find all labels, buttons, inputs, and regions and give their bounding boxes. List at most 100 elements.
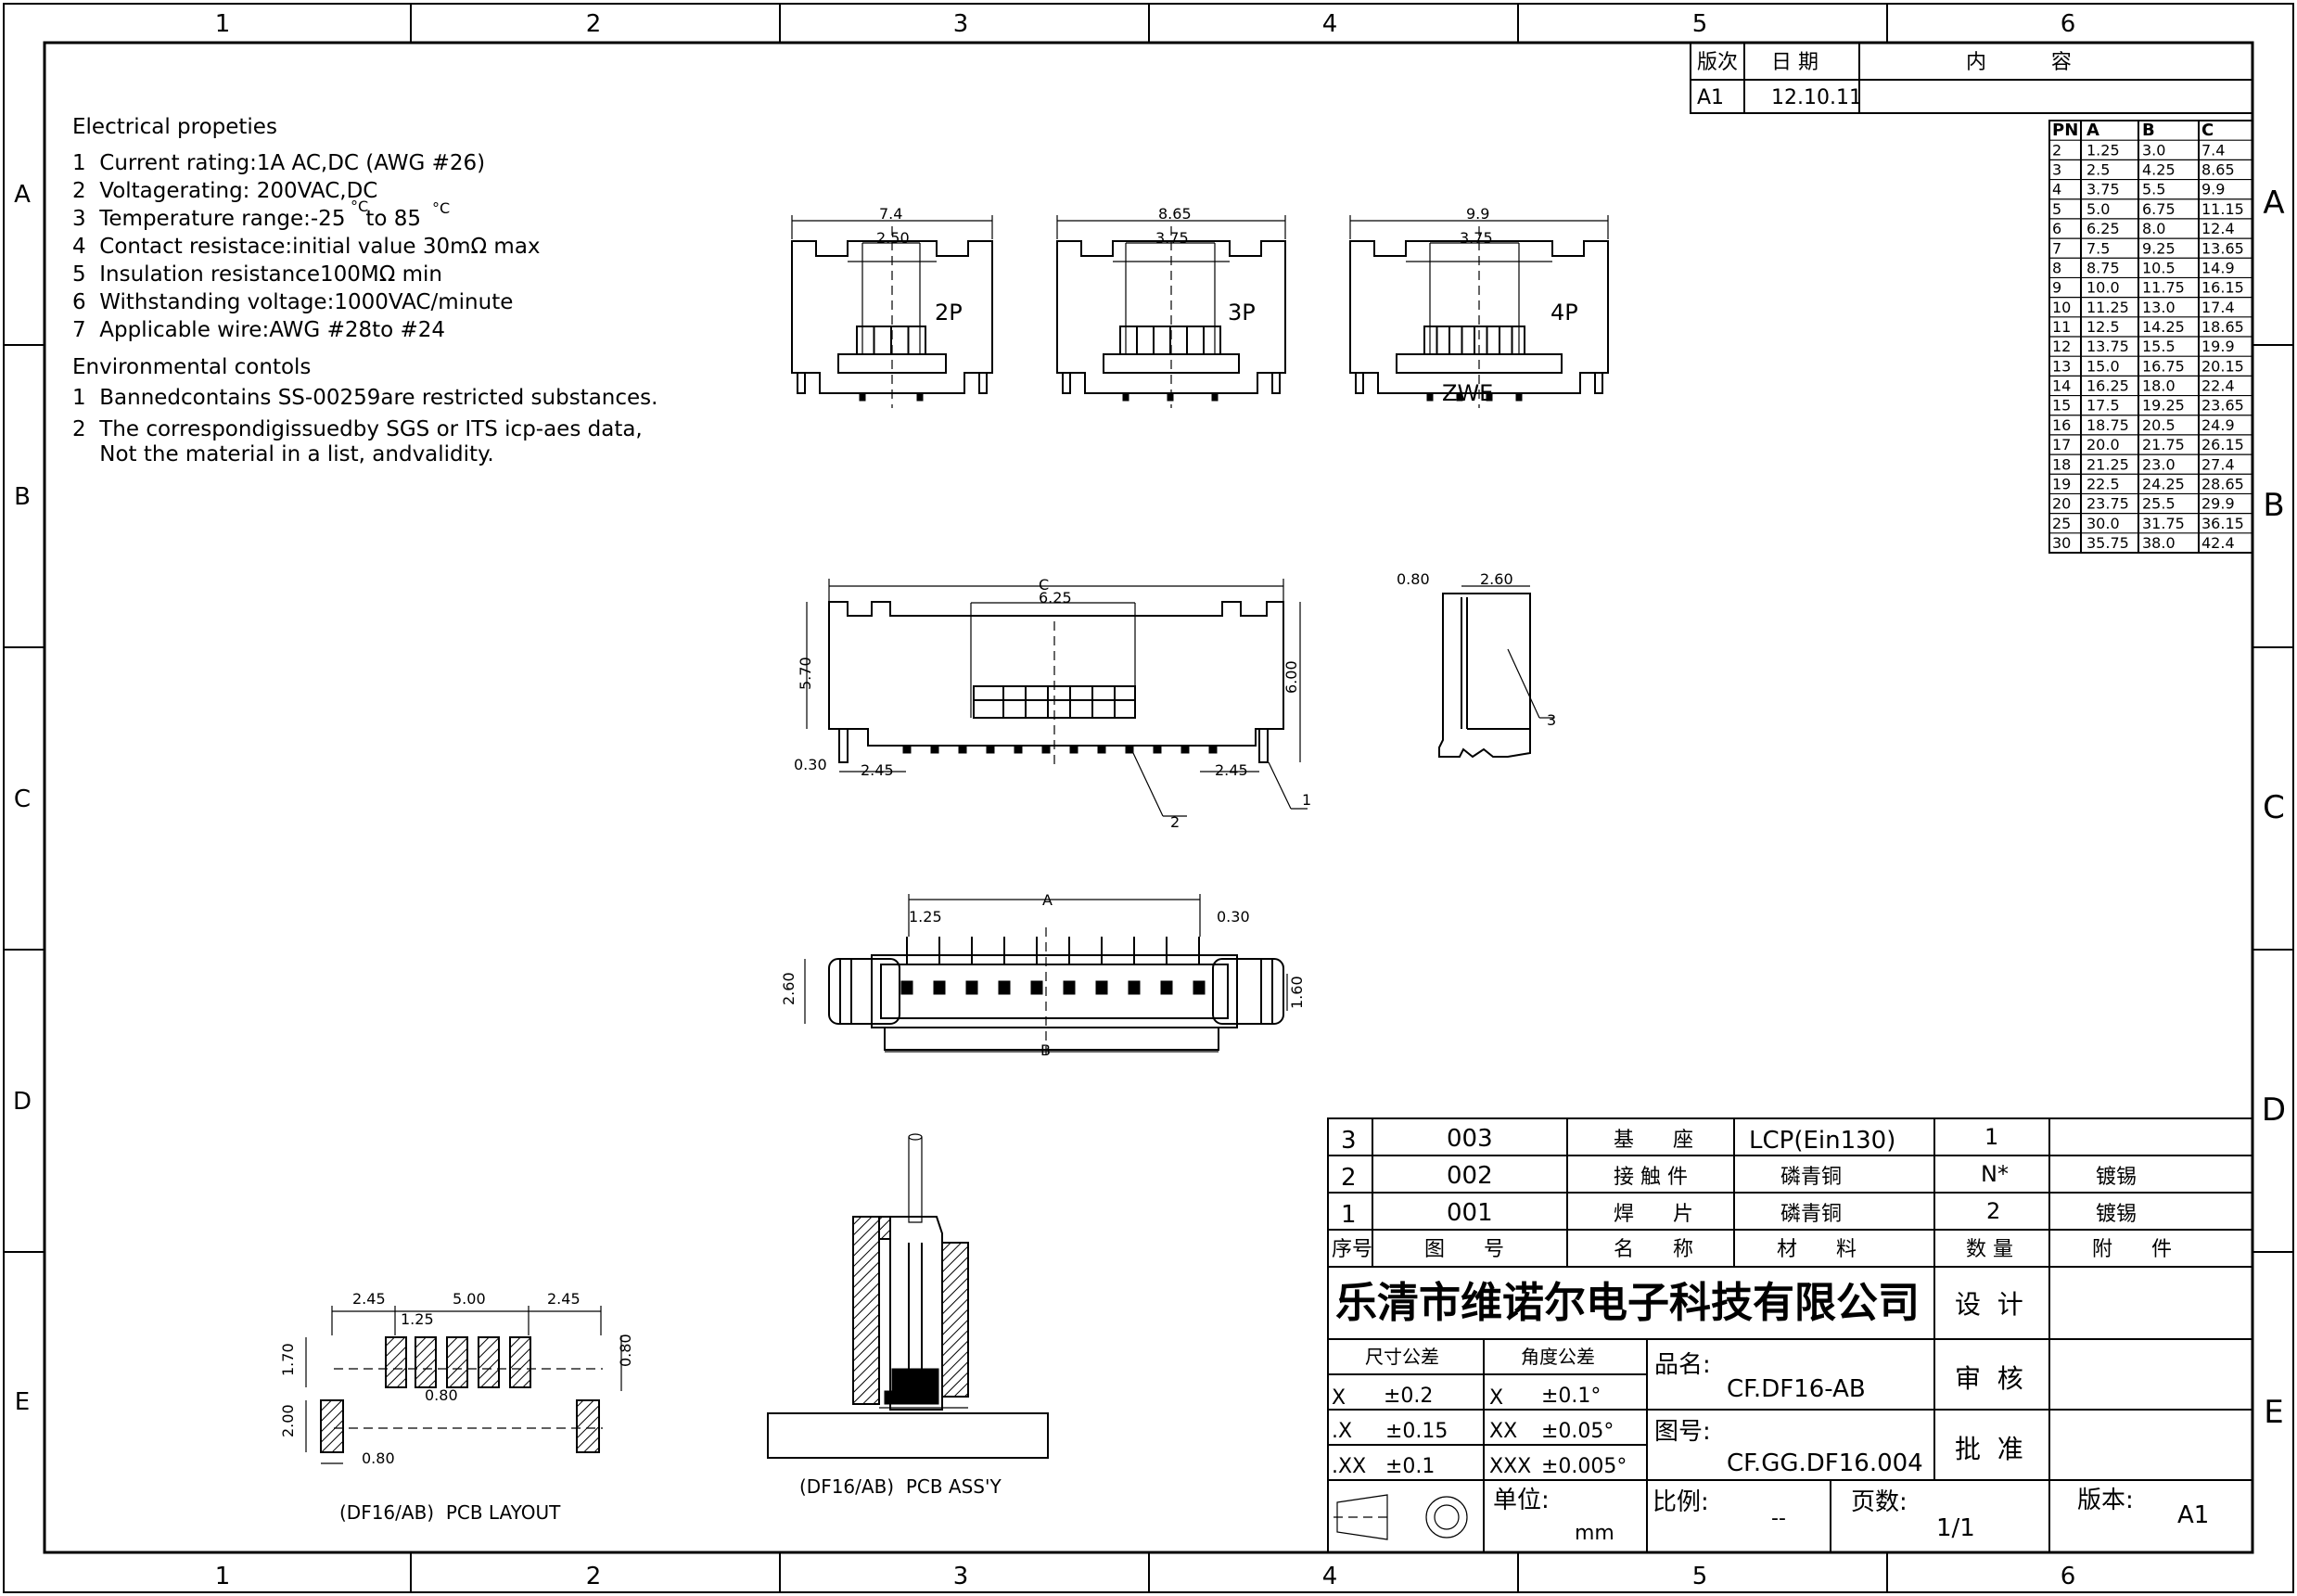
environmental-title: Environmental contols xyxy=(72,355,311,379)
layout-dim: 0.80 xyxy=(362,1449,395,1467)
tol-ang-key: XXX xyxy=(1489,1455,1531,1478)
tol-ang-key: X xyxy=(1489,1386,1503,1410)
electrical-title: Electrical propeties xyxy=(72,115,277,139)
pn-table-cell: 2 xyxy=(2052,141,2061,159)
title-block: 乐清市维诺尔电子科技有限公司 设 计 审 核 批 准 尺寸公差 角度公差 X ±… xyxy=(1327,1266,2253,1553)
pn-table-cell: 5.5 xyxy=(2142,181,2165,198)
pn-table-cell: 22.5 xyxy=(2086,475,2120,492)
pn-table-cell: 18.0 xyxy=(2142,377,2176,395)
pn-table-cell: 5 xyxy=(2052,200,2061,218)
pn-table-cell: 29.9 xyxy=(2201,495,2235,513)
tolerance-ang-header: 角度公差 xyxy=(1521,1346,1595,1368)
pn-table-cell: 36.15 xyxy=(2201,515,2244,532)
pn-table-cell: 30 xyxy=(2052,534,2071,552)
bom-no: 1 xyxy=(1341,1201,1357,1229)
bom-qty: N* xyxy=(1981,1161,2009,1187)
electrical-item: 5 Insulation resistance100MΩ min xyxy=(72,262,442,287)
pn-table-cell: 38.0 xyxy=(2142,534,2176,552)
bom-code: 001 xyxy=(1447,1199,1493,1227)
pn-table-cell: 17.4 xyxy=(2201,299,2235,316)
pn-table-cell: 18 xyxy=(2052,455,2071,473)
pn-table-cell: 13.65 xyxy=(2201,239,2244,257)
pn-table-cell: 8.65 xyxy=(2201,161,2235,179)
view-pin-label: 2P xyxy=(935,300,963,326)
layout-dim: 2.45 xyxy=(352,1290,386,1308)
view-width-dim: 8.65 xyxy=(1158,205,1192,223)
bom-no: 3 xyxy=(1341,1127,1357,1155)
bom-name: 接 触 件 xyxy=(1614,1166,1688,1189)
pn-table-cell: 12 xyxy=(2052,338,2071,355)
pn-table-header: B xyxy=(2142,121,2155,140)
view-width-dim: 7.4 xyxy=(879,205,902,223)
pn-table-cell: 10.0 xyxy=(2086,279,2120,297)
col-label-top: 4 xyxy=(1322,10,1338,38)
pn-table-cell: 42.4 xyxy=(2201,534,2235,552)
view-pitch-dim: 3.75 xyxy=(1155,229,1189,247)
row-label-left: B xyxy=(14,483,31,511)
pn-table-cell: 12.4 xyxy=(2201,220,2235,237)
pn-table-cell: 15.5 xyxy=(2142,338,2176,355)
revision-date: 12.10.11 xyxy=(1771,86,1862,109)
col-label-top: 3 xyxy=(953,10,969,38)
bom-header-name: 名 称 xyxy=(1614,1238,1693,1261)
callout-1: 1 xyxy=(1302,791,1311,809)
pn-table-header: A xyxy=(2086,121,2099,140)
row-label-left: C xyxy=(14,785,31,813)
pn-table-cell: 16 xyxy=(2052,416,2071,434)
pcb-assembly-view: (DF16/AB) PCB ASS'Y xyxy=(767,1133,1049,1498)
revision-version: A1 xyxy=(1697,86,1724,109)
tol-dim-val: ±0.2 xyxy=(1384,1385,1433,1408)
front-view: C 6.25 5.70 6.00 0.30 2.45 2.45 1 2 xyxy=(794,576,1311,831)
side-dim-2: 2.60 xyxy=(1480,570,1513,588)
bom-material: 磷青铜 xyxy=(1780,1203,1842,1226)
view-pitch-dim: 2.50 xyxy=(876,229,910,247)
col-label-top: 6 xyxy=(2061,10,2076,38)
row-label-left: D xyxy=(13,1088,32,1116)
pn-table-cell: 10 xyxy=(2052,299,2071,316)
dim-a: A xyxy=(1042,891,1053,909)
pn-table-cell: 20.0 xyxy=(2086,436,2120,453)
electrical-item: 4 Contact resistace:initial value 30mΩ m… xyxy=(72,235,541,259)
pn-table-cell: 23.0 xyxy=(2142,455,2176,473)
pn-table-cell: 12.5 xyxy=(2086,318,2120,336)
pn-table-cell: 5.0 xyxy=(2086,200,2110,218)
pn-table-cell: 15 xyxy=(2052,397,2071,415)
bom-header-material: 材 料 xyxy=(1777,1238,1857,1261)
electrical-item: 1 Current rating:1A AC,DC (AWG #26) xyxy=(72,151,485,175)
dim-top-height-2: 1.60 xyxy=(1288,976,1306,1009)
page-label: 页数: xyxy=(1851,1488,1908,1516)
bom-header-code: 图 号 xyxy=(1424,1238,1504,1261)
dim-top-height-1: 2.60 xyxy=(780,972,798,1005)
col-label-bottom: 1 xyxy=(215,1563,231,1590)
pn-table-cell: 25 xyxy=(2052,515,2071,532)
pn-table-cell: 17 xyxy=(2052,436,2071,453)
pn-table-cell: 4 xyxy=(2052,181,2061,198)
pn-table-cell: 31.75 xyxy=(2142,515,2185,532)
pn-table-cell: 17.5 xyxy=(2086,397,2120,415)
drawing-no-value: CF.GG.DF16.004 xyxy=(1727,1449,1923,1477)
tol-ang-val: ±0.1° xyxy=(1541,1385,1601,1408)
electrical-item: 6 Withstanding voltage:1000VAC/minute xyxy=(72,290,513,314)
pn-table-cell: 16.25 xyxy=(2086,377,2129,395)
pn-table-header: C xyxy=(2201,121,2214,140)
pn-table-cell: 30.0 xyxy=(2086,515,2120,532)
pn-table-cell: 16.75 xyxy=(2142,357,2185,375)
layout-dim: 2.00 xyxy=(279,1404,297,1437)
bom-material: 磷青铜 xyxy=(1780,1166,1842,1189)
pn-table-cell: 11.75 xyxy=(2142,279,2185,297)
pn-table-cell: 9.25 xyxy=(2142,239,2176,257)
approve-label: 批 准 xyxy=(1955,1434,2023,1464)
pn-table-cell: 19 xyxy=(2052,475,2071,492)
pn-table-cell: 18.75 xyxy=(2086,416,2129,434)
pn-table-cell: 20 xyxy=(2052,495,2071,513)
drawing-no-label: 图号: xyxy=(1654,1418,1711,1446)
tol-dim-key: .XX xyxy=(1332,1455,1366,1478)
revision-table: 版次 日 期 内 容 A1 12.10.11 xyxy=(1690,42,2253,114)
pcb-layout-caption: (DF16/AB) PCB LAYOUT xyxy=(339,1501,561,1524)
bom-qty: 2 xyxy=(1986,1198,2000,1224)
drawing-frame: 1 2 3 4 5 6 1 2 3 4 5 6 A B C D E A B C … xyxy=(3,3,2294,1593)
col-label-bottom: 3 xyxy=(953,1563,969,1590)
view-pitch-dim: 3.75 xyxy=(1460,229,1493,247)
row-label-left: A xyxy=(14,181,31,209)
electrical-item: 3 Temperature range:-25 to 85 xyxy=(72,207,421,231)
